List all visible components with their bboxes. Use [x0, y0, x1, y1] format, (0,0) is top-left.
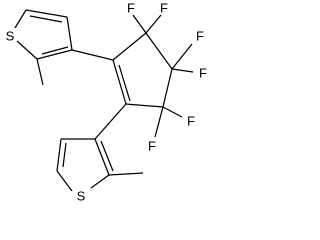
atom-label-f6: F: [148, 139, 156, 154]
bond-c4-c5: [25, 9, 68, 18]
bond-cf2c-cb: [125, 103, 164, 108]
bond-c2-c3-double: [41, 46, 69, 55]
atom-label-f5: F: [187, 114, 195, 129]
bond-ca-cb-double: [118, 64, 131, 102]
atom-label-f2: F: [160, 1, 168, 16]
bond-cb-c3b: [94, 103, 127, 140]
bond-lines: [14, 9, 194, 192]
bond-cf2b-f4: [171, 68, 194, 73]
bond-c2b-s2: [90, 174, 110, 189]
bond-c5b-c4b-double: [62, 142, 67, 168]
bond-cf2c-f5: [162, 106, 183, 118]
molecule-structure-diagram: S S F F F F F F: [6, 1, 207, 204]
bond-cf2b-f3: [171, 43, 193, 70]
bond-c2-methyl: [36, 58, 44, 86]
bond-s1-c2: [16, 40, 38, 60]
atom-label-f4: F: [199, 66, 207, 81]
atom-label-f3: F: [196, 29, 204, 44]
bond-s2-c5b: [56, 170, 73, 192]
bond-cf2c-f6: [154, 106, 164, 138]
bond-cf2b-cf2c: [162, 68, 173, 108]
bond-c3-c4: [66, 16, 73, 51]
bond-c3b-c2b: [94, 138, 110, 176]
atom-label-f1: F: [127, 1, 135, 16]
bond-c3-ca: [71, 49, 114, 61]
atom-label-top-sulfur: S: [6, 29, 15, 44]
bond-c5b-c4b: [56, 138, 62, 172]
atom-labels: S S F F F F F F: [6, 1, 207, 204]
bond-c2-c3: [36, 49, 73, 60]
bond-ca-cf2a: [112, 32, 147, 61]
atom-label-bottom-sulfur: S: [77, 189, 86, 204]
bond-c2b-methyl: [108, 172, 144, 176]
bond-c4-c5-double: [29, 15, 63, 23]
bond-ca-cb: [112, 59, 127, 105]
bond-c3b-c2b-double: [100, 140, 114, 172]
bond-cf2a-f1: [132, 14, 147, 34]
bond-c5-s1: [14, 9, 27, 29]
bond-cf2a-f2: [145, 14, 162, 34]
bond-cf2a-cf2b: [145, 32, 173, 70]
